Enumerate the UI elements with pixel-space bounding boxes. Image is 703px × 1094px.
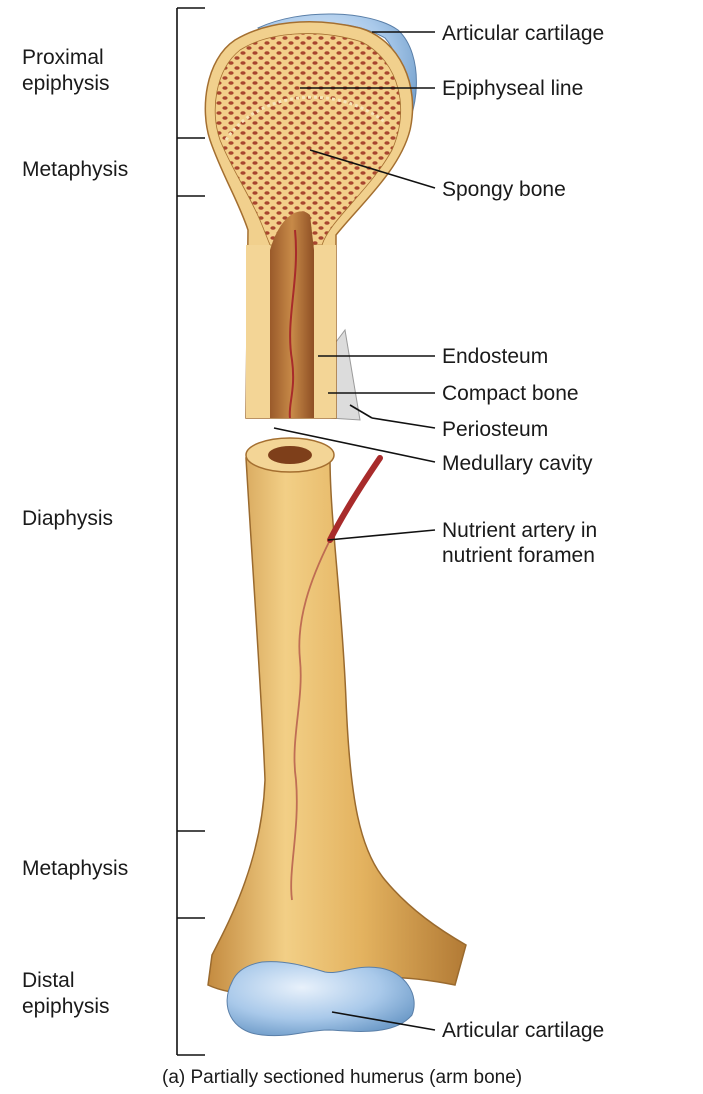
region-distal-epiphysis-line2: epiphysis (22, 995, 110, 1018)
label-medullary-cavity: Medullary cavity (442, 452, 593, 475)
label-epiphyseal-line: Epiphyseal line (442, 77, 583, 100)
articular-cartilage-bottom (227, 962, 414, 1036)
label-nutrient-artery-line1: Nutrient artery in (442, 519, 597, 542)
region-proximal-epiphysis-line1: Proximal (22, 46, 104, 69)
region-bracket (177, 8, 205, 1055)
region-proximal-epiphysis-line2: epiphysis (22, 72, 110, 95)
structure-labels: Articular cartilage Epiphyseal line Spon… (442, 22, 604, 1042)
label-periosteum: Periosteum (442, 418, 548, 441)
distal-section (208, 438, 466, 1036)
label-articular-cartilage-top: Articular cartilage (442, 22, 604, 45)
compact-bone-right-wall (314, 245, 336, 418)
region-diaphysis: Diaphysis (22, 507, 113, 530)
region-distal-epiphysis-line1: Distal (22, 969, 75, 992)
figure-caption: (a) Partially sectioned humerus (arm bon… (162, 1067, 522, 1088)
label-compact-bone: Compact bone (442, 382, 579, 405)
proximal-section (205, 14, 416, 420)
medullary-cavity-opening (268, 446, 312, 464)
label-endosteum: Endosteum (442, 345, 548, 368)
nutrient-artery (330, 458, 380, 540)
region-proximal-metaphysis: Metaphysis (22, 158, 128, 181)
region-distal-metaphysis: Metaphysis (22, 857, 128, 880)
label-articular-cartilage-bottom: Articular cartilage (442, 1019, 604, 1042)
region-labels: Proximal epiphysis Metaphysis Diaphysis … (22, 46, 128, 1018)
label-spongy-bone: Spongy bone (442, 178, 566, 201)
label-nutrient-artery-line2: nutrient foramen (442, 544, 595, 567)
compact-bone-left-wall (246, 245, 270, 418)
